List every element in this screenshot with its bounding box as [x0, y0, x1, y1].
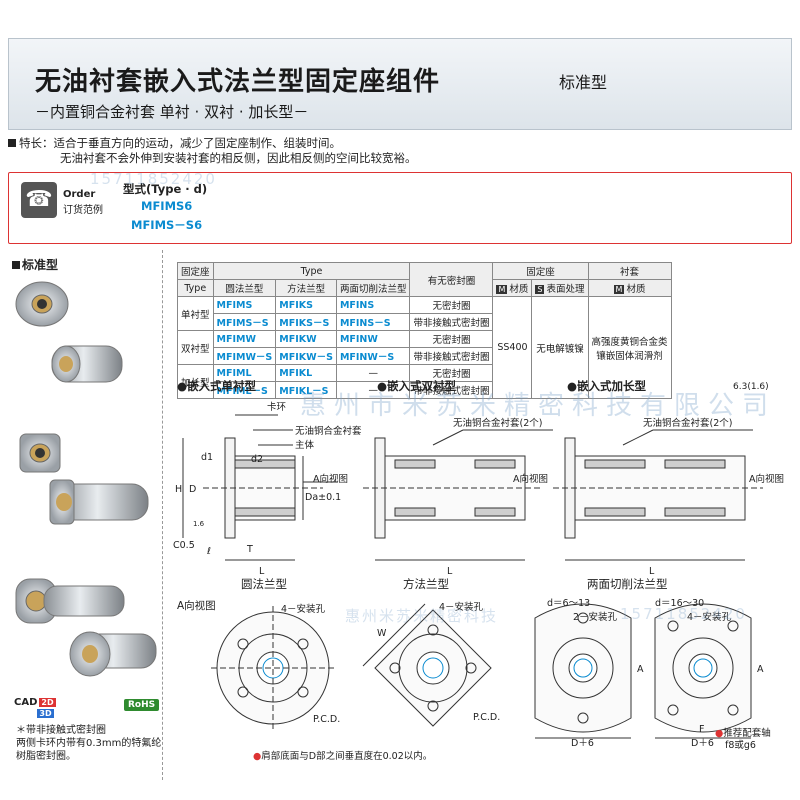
th-type: Type	[212, 262, 411, 280]
section-round: 圆法兰型	[241, 577, 287, 591]
spec-table: 固定座 Type 有无密封圈 固定座 衬套 Type 圆法兰型 方法兰型 两面切…	[177, 262, 672, 399]
label-D: D	[189, 484, 196, 495]
label-l: ℓ	[207, 546, 211, 557]
th-cut: 两面切削法兰型	[335, 279, 411, 297]
label-d-range-1: d＝6～13	[547, 598, 590, 609]
seat-material-cell: SS400	[492, 296, 533, 399]
seal-note: ＊带非接触式密封圈 两侧卡环内带有0.3mm的特氟纶树脂密封圈。	[16, 725, 162, 762]
label-d1: d1	[201, 452, 213, 463]
watermark-bottom-2: 15711852420	[620, 605, 747, 623]
label-pcd-a: P.C.D.	[313, 714, 340, 725]
features-line1: ：适合于垂直方向的运动，减少了固定座制作、组装时间。	[42, 136, 341, 150]
label-oilless-bush-2b: 无油铜合金衬套(2个)	[643, 417, 732, 429]
roughness-symbol: 6.3(1.6)	[733, 382, 769, 392]
seat-surface-cell: 无电解镀镍	[531, 296, 589, 399]
bullet-square-icon	[8, 139, 16, 147]
section-long: ●嵌入式加长型	[567, 379, 647, 393]
label-L2: L	[447, 566, 453, 577]
watermark-main: 惠州市米苏米精密科技有限公司	[300, 391, 777, 421]
label-Da: Da±0.1	[305, 492, 341, 503]
section-double: ●嵌入式双衬型	[377, 379, 457, 393]
page-subtitle: －内置铜合金衬套 单衬 · 双衬 · 加长型－	[35, 103, 309, 121]
view-a-label: A向视图	[177, 600, 216, 612]
label-T: T	[246, 544, 253, 555]
label-A1: A	[637, 664, 644, 675]
page-title: 无油衬套嵌入式法兰型固定座组件	[35, 67, 441, 97]
watermark-top: 15711852420	[90, 170, 217, 188]
label-a-view-1: A向视图	[313, 473, 348, 485]
order-example-box: ☎ Order 订货范例 型式(Type · d) MFIMS6 MFIMS－S…	[8, 172, 792, 244]
th-square: 方法兰型	[275, 279, 337, 297]
label-body: 主体	[295, 439, 315, 451]
section-square: 方法兰型	[403, 577, 449, 591]
order-label-cn: 订货范例	[63, 205, 103, 216]
label-A2: A	[757, 664, 764, 675]
title-tag: 标准型	[559, 73, 608, 92]
label-a-view-2: A向视图	[513, 473, 548, 485]
label-L1: L	[259, 566, 265, 577]
product-photos	[15, 281, 157, 677]
label-pcd-b: P.C.D.	[473, 712, 500, 723]
order-example-2: MFIMS－S6	[131, 218, 203, 232]
label-mount4-b: 4－安装孔	[439, 601, 484, 613]
label-H: H	[175, 484, 182, 495]
label-mount4-c: 4－安装孔	[687, 611, 732, 623]
th-round: 圆法兰型	[212, 279, 277, 297]
label-L3: L	[649, 566, 655, 577]
order-label-en: Order	[63, 189, 96, 200]
order-example-1: MFIMS6	[141, 199, 193, 213]
th-seal: 有无密封圈	[409, 262, 494, 297]
perpendicularity-note: ●肩部底面与D部之间垂直度在0.02以内。	[253, 751, 433, 762]
bullet-square-icon	[12, 261, 20, 269]
product-cut-long	[15, 578, 157, 677]
label-C05: C0.5	[173, 540, 195, 551]
cad-badge: CAD2DCAD3D	[14, 697, 56, 718]
label-d2: d2	[251, 454, 263, 465]
section-single: ●嵌入式单衬型	[177, 379, 257, 393]
product-image-column: 标准型	[8, 250, 161, 780]
section-cut: 两面切削法兰型	[587, 577, 668, 591]
phone-order-icon: ☎	[21, 182, 57, 218]
label-snap-ring: 卡环	[267, 401, 286, 413]
front-view-drawings: 4－安装孔 P.C.D. 4－安装孔 W P.C.D. d＝6～13 2－安装孔…	[211, 598, 764, 746]
label-d-range-2: d＝16～30	[655, 598, 704, 609]
side-view-drawings: 卡环 无油铜合金衬套 主体 H D d1 d2 Da±0.1 A向视图 C0.5…	[173, 401, 784, 577]
label-D6-2: D＋6	[691, 738, 714, 746]
th-seat: 固定座	[492, 262, 589, 280]
header-banner: 无油衬套嵌入式法兰型固定座组件 标准型 －内置铜合金衬套 单衬 · 双衬 · 加…	[8, 38, 792, 130]
label-D6-1: D＋6	[571, 738, 594, 746]
bush-material-cell: 高强度黄铜合金类镶嵌固体润滑剂	[587, 296, 672, 399]
th-fixed-en: Type	[177, 279, 214, 297]
standard-type-label: 标准型	[12, 256, 58, 273]
label-W: W	[377, 628, 387, 639]
label-a-view-3: A向视图	[749, 473, 784, 485]
th-fixed: 固定座	[177, 262, 214, 280]
spec-drawing-area: 固定座 Type 有无密封圈 固定座 衬套 Type 圆法兰型 方法兰型 两面切…	[162, 250, 792, 780]
label-oilless-bush: 无油铜合金衬套	[295, 425, 362, 437]
features-block: 特长：适合于垂直方向的运动，减少了固定座制作、组装时间。 无油衬套不会外伸到安装…	[8, 136, 417, 166]
product-round-single	[15, 281, 123, 383]
label-mount4-a: 4－安装孔	[281, 603, 326, 615]
label-rough-small: 1.6	[193, 520, 205, 528]
product-square-double	[19, 433, 149, 525]
features-label: 特长	[19, 136, 42, 150]
features-line2: 无油衬套不会外伸到安装衬套的相反侧，因此相反侧的空间比较宽裕。	[60, 151, 417, 165]
label-F: F	[699, 724, 704, 735]
rohs-badge: RoHS	[124, 699, 160, 711]
label-mount2: 2－安装孔	[573, 611, 618, 623]
watermark-bottom-1: 惠州米苏米精密科技	[345, 607, 499, 625]
label-oilless-bush-2a: 无油铜合金衬套(2个)	[453, 417, 542, 429]
th-bush: 衬套	[587, 262, 672, 280]
order-type-label: 型式(Type · d)	[123, 182, 208, 196]
